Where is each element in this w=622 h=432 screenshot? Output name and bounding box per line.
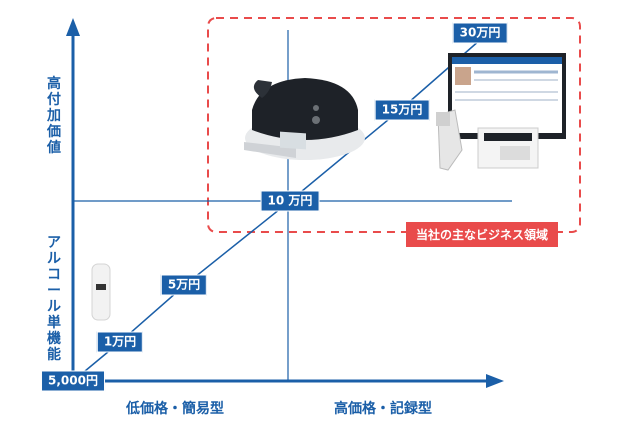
y-axis-bottom-label: アルコール単機能 — [47, 235, 61, 363]
pc-recording-system-image — [436, 53, 566, 171]
handheld-breathalyzer-image — [91, 263, 111, 321]
price-label-150000-yen: 15万円 — [374, 99, 430, 121]
price-label-5000-yen: 5,000円 — [41, 370, 105, 392]
x-axis-arrow — [486, 374, 504, 388]
y-axis-top-label: 高付加価値 — [47, 76, 61, 156]
y-axis-arrow — [66, 18, 80, 36]
price-label-300000-yen: 30万円 — [452, 22, 508, 44]
price-label-50000-yen: 5万円 — [160, 274, 208, 296]
x-axis-left-label: 低価格・簡易型 — [126, 401, 224, 417]
price-label-10000-yen: 1万円 — [96, 331, 144, 353]
business-region-box — [207, 17, 581, 233]
x-axis-right-label: 高価格・記録型 — [334, 401, 432, 417]
business-region-label: 当社の主なビジネス領域 — [406, 222, 559, 247]
price-label-100000-yen: 10 万円 — [260, 190, 320, 212]
desktop-breathalyzer-image — [244, 78, 365, 160]
